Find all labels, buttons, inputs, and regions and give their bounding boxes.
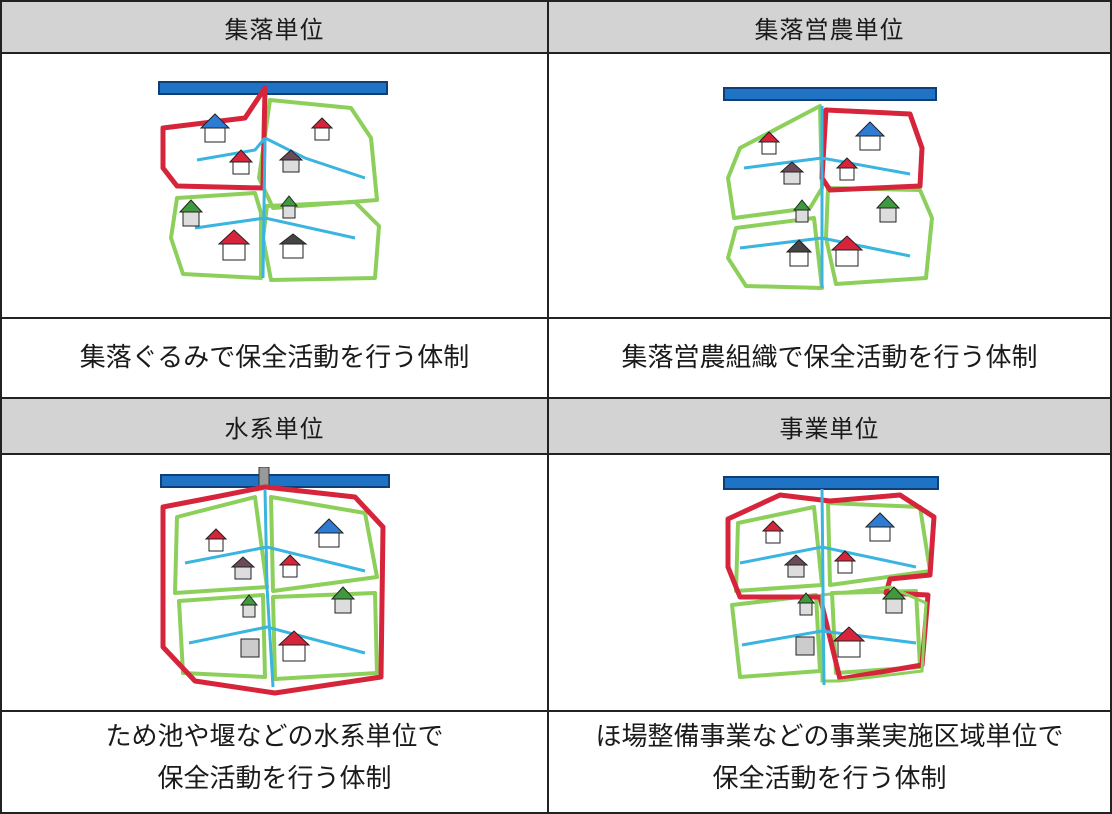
house-icon: [757, 121, 900, 267]
village-unit-illustration: [157, 81, 388, 282]
farming-unit-illustration: [722, 87, 937, 290]
panel-caption: 集落ぐるみで保全活動を行う体制: [2, 319, 549, 399]
illustration-cell: [549, 54, 1112, 319]
field-outline-icon: [260, 200, 381, 282]
caption-line: 集落営農組織で保全活動を行う体制: [621, 343, 1038, 373]
panel-title: 集落営農単位: [549, 2, 1112, 54]
panel-caption: ほ場整備事業などの事業実施区域単位で 保全活動を行う体制: [549, 712, 1112, 814]
panel-title: 事業単位: [549, 399, 1112, 455]
illustration-cell: [2, 455, 549, 712]
highlight-outline-icon: [725, 492, 936, 681]
illustration-cell: [2, 54, 549, 319]
highlight-outline-icon: [160, 484, 385, 695]
panel-caption: 集落営農組織で保全活動を行う体制: [549, 319, 1112, 399]
panel-caption: ため池や堰などの水系単位で 保全活動を行う体制: [2, 712, 549, 814]
caption-line: 保全活動を行う体制: [712, 764, 947, 794]
house-icon: [761, 511, 906, 657]
field-outline-icon: [725, 104, 824, 220]
caption-line: 集落ぐるみで保全活動を行う体制: [79, 343, 470, 373]
field-outline-icon: [176, 592, 267, 679]
project-unit-illustration: [722, 475, 939, 685]
river-icon: [157, 81, 388, 95]
field-outline-icon: [168, 191, 263, 280]
house-icon: [178, 113, 333, 261]
caption-line: ほ場整備事業などの事業実施区域単位で: [595, 722, 1064, 752]
field-outline-icon: [823, 186, 934, 286]
panel-title: 集落単位: [2, 2, 549, 54]
field-outline-icon: [820, 584, 928, 682]
river-icon: [159, 473, 390, 488]
house-icon: [204, 517, 355, 661]
illustration-cell: [549, 455, 1112, 712]
caption-line: 保全活動を行う体制: [157, 764, 392, 794]
river-icon: [722, 475, 939, 490]
caption-line: ため池や堰などの水系単位で: [105, 722, 444, 752]
river-icon: [722, 87, 937, 101]
field-outline-icon: [268, 494, 379, 593]
panel-title: 水系単位: [2, 399, 549, 455]
water-system-unit-illustration: [159, 466, 390, 695]
field-outline-icon: [256, 98, 379, 210]
